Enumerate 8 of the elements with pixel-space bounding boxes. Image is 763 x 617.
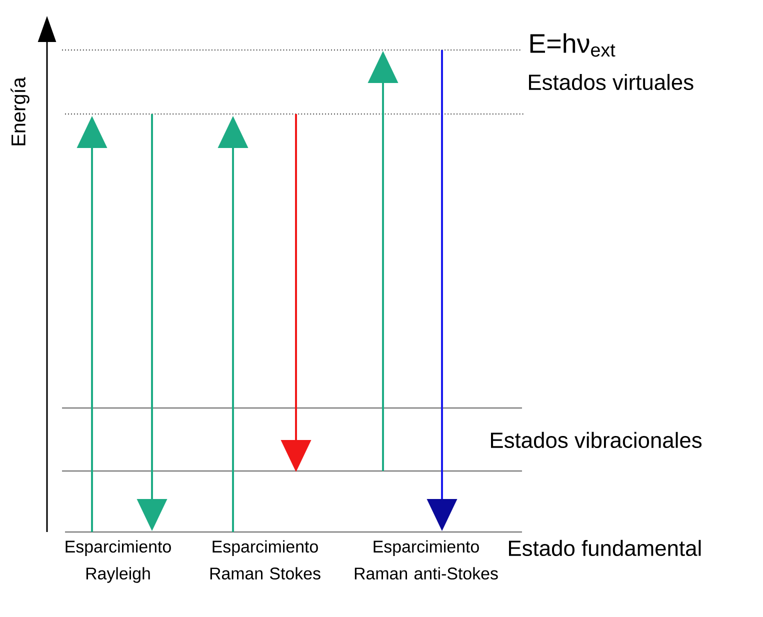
process-label: Esparcimiento Raman anti-Stokes <box>354 540 498 580</box>
axis-label: Energía <box>10 77 30 146</box>
level-label: Estados vibracionales <box>491 432 702 448</box>
process-label: Esparcimiento Raman Stokes <box>210 540 320 580</box>
process-label: Esparcimiento Rayleigh <box>66 540 171 583</box>
level-label: Estados virtuales <box>529 74 694 90</box>
level-label: Estado fundamental <box>509 540 701 556</box>
energy-formula: E=hν$_{ext}$ <box>530 33 616 57</box>
